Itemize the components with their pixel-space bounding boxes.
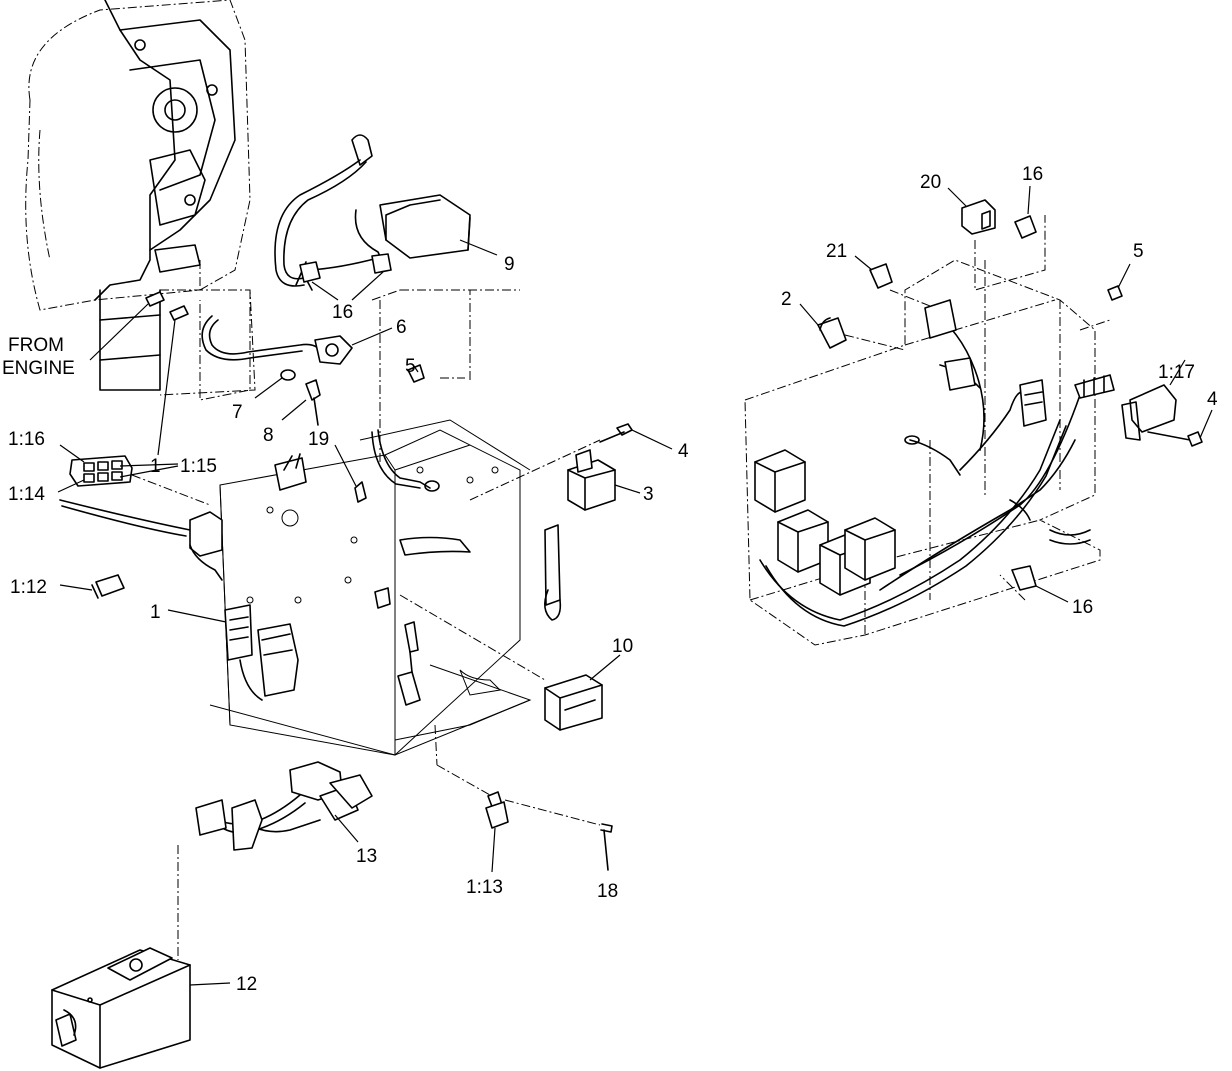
bracket-connectors xyxy=(167,587,421,706)
callout-20: 20 xyxy=(920,172,941,193)
callout-12: 12 xyxy=(236,974,257,995)
callout-6: 6 xyxy=(396,317,407,338)
main-bracket xyxy=(199,260,546,756)
callout-4-left: 4 xyxy=(678,441,689,462)
callout-5-right: 5 xyxy=(1133,241,1144,262)
callout-from-engine-line1: FROM xyxy=(8,335,64,356)
callout-1-top: 1 xyxy=(150,456,161,477)
callout-1-14: 1:14 xyxy=(8,484,45,505)
callout-1-17: 1:17 xyxy=(1158,362,1195,383)
callout-18: 18 xyxy=(597,881,618,902)
callout-21: 21 xyxy=(826,241,847,262)
callout-from-engine-line2: ENGINE xyxy=(2,358,75,379)
engine-terminals xyxy=(89,291,189,456)
connector-block-1-15 xyxy=(57,444,211,506)
callout-13: 13 xyxy=(356,846,377,867)
right-small-parts xyxy=(799,185,1213,603)
callout-3: 3 xyxy=(643,484,654,505)
callout-16-left: 16 xyxy=(332,302,353,323)
part-10 xyxy=(544,654,621,731)
callout-4-right: 4 xyxy=(1207,389,1218,410)
bracket-wiring xyxy=(334,429,562,621)
right-harness xyxy=(759,299,1115,627)
callout-8: 8 xyxy=(263,425,274,446)
callout-1-13: 1:13 xyxy=(466,877,503,898)
cable-ties-upper xyxy=(299,253,392,301)
washer-bolt xyxy=(254,369,321,426)
right-relays xyxy=(754,449,896,596)
side-harness xyxy=(59,453,307,581)
callout-7: 7 xyxy=(232,402,243,423)
callout-19: 19 xyxy=(308,429,329,450)
callout-9: 9 xyxy=(504,254,515,275)
callout-1-mid: 1 xyxy=(150,602,161,623)
relay-part-3 xyxy=(407,364,673,511)
connector-1-12 xyxy=(59,574,125,599)
callout-1-16: 1:16 xyxy=(8,429,45,450)
callout-16-right-bottom: 16 xyxy=(1072,597,1093,618)
callout-1-15: 1:15 xyxy=(180,456,217,477)
battery-cable xyxy=(201,315,393,365)
part-12-box xyxy=(51,947,231,1069)
callout-2: 2 xyxy=(781,289,792,310)
callout-16-right-top: 16 xyxy=(1022,164,1043,185)
harness-part-13 xyxy=(177,761,373,960)
callout-10: 10 xyxy=(612,636,633,657)
part-1-13-and-18 xyxy=(434,724,613,873)
callout-1-12: 1:12 xyxy=(10,577,47,598)
callout-5-left: 5 xyxy=(405,356,416,377)
